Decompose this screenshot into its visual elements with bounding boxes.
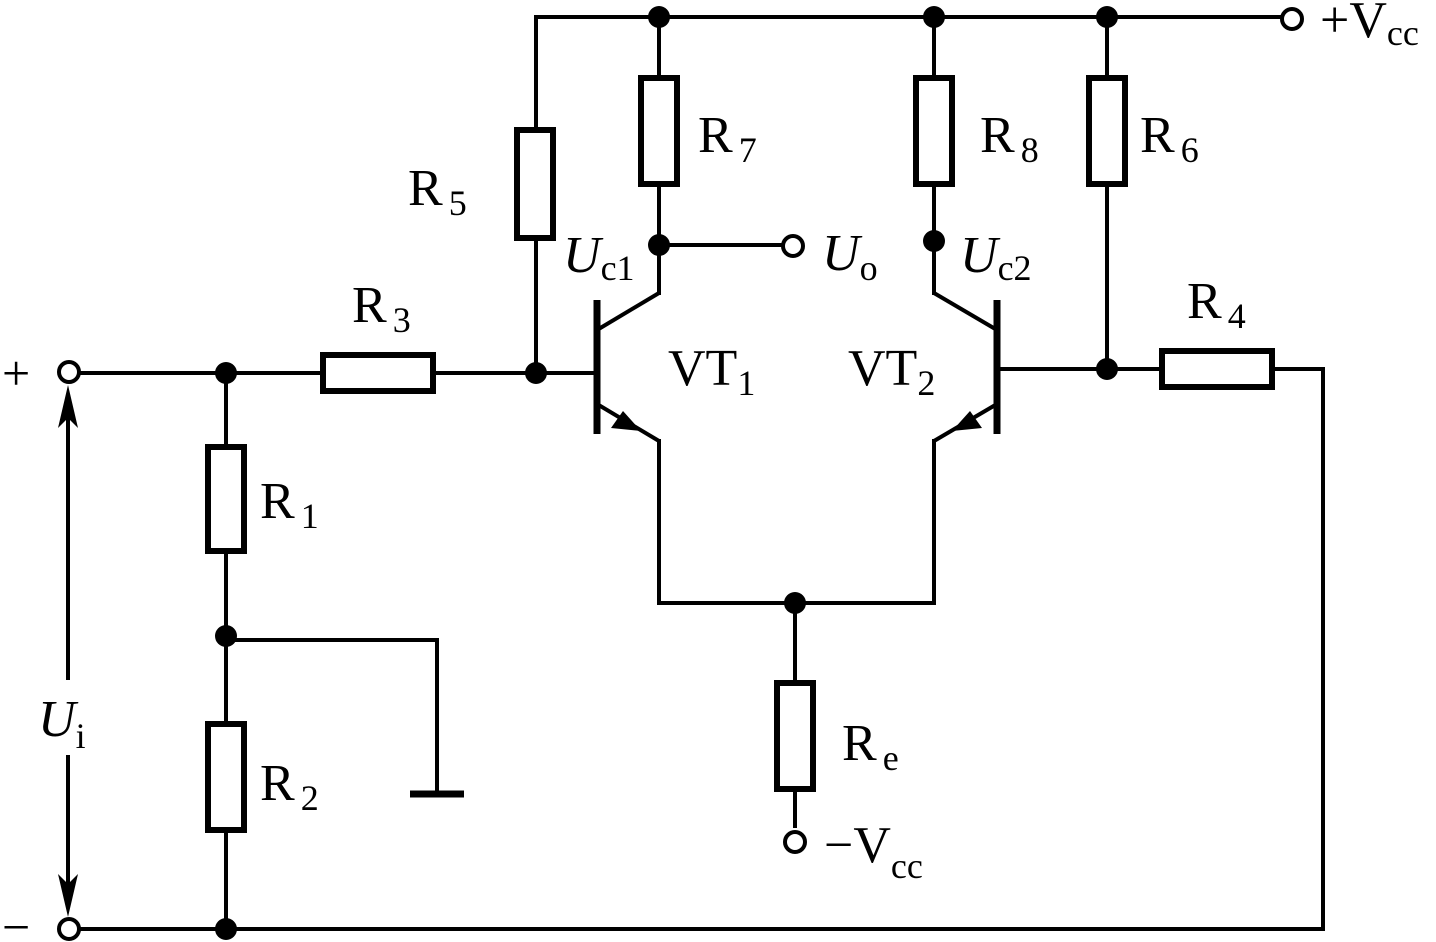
resistor-r7 (638, 75, 680, 187)
label-vt1: VT1 (668, 340, 755, 403)
terminal-plus-vcc (1280, 7, 1304, 31)
label-uc2: Uc2 (960, 227, 1032, 288)
transistor-vt2 (932, 291, 1001, 443)
resistor-r4 (1159, 348, 1275, 390)
terminal-uo (781, 234, 805, 258)
transistor-vt1 (593, 291, 661, 443)
resistor-r3 (320, 352, 436, 394)
terminal-input-minus (57, 917, 81, 941)
label-uc1: Uc1 (563, 227, 635, 288)
resistor-r1 (205, 444, 247, 554)
resistor-r2 (205, 721, 247, 833)
label-minus-vcc: −Vcc (824, 817, 923, 886)
resistor-r5 (514, 127, 556, 241)
resistor-r6 (1086, 75, 1128, 187)
label-plus-vcc: +Vcc (1320, 0, 1419, 53)
label-ui: Ui (38, 691, 86, 756)
resistor-re (774, 680, 816, 792)
ui-voltage-arrow (58, 385, 78, 917)
terminal-input-plus (57, 360, 81, 384)
label-uo: Uo (822, 225, 878, 288)
label-input-minus: − (2, 899, 30, 942)
terminal-minus-vcc (783, 830, 807, 854)
junction-dots (215, 6, 1118, 940)
resistor-bodies (205, 75, 1275, 833)
resistor-r8 (913, 75, 955, 187)
label-vt2: VT2 (848, 340, 935, 403)
label-input-plus: + (2, 345, 30, 401)
